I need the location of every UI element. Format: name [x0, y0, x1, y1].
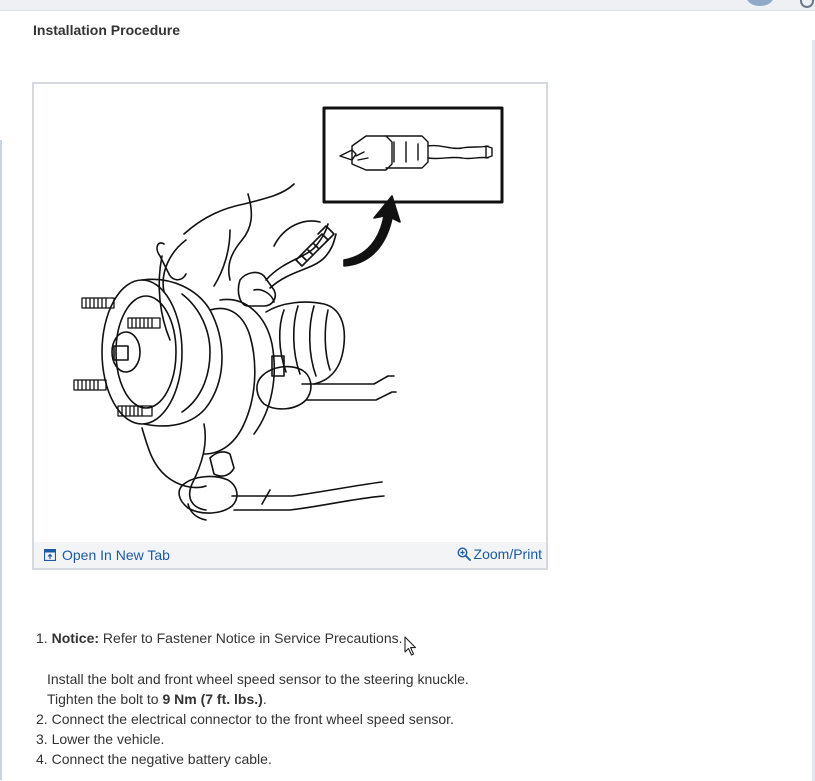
section-heading: Installation Procedure	[33, 22, 181, 38]
step-number: 2.	[36, 711, 48, 727]
step-1: 1. Notice: Refer to Fastener Notice in S…	[36, 628, 796, 648]
step-number: 4.	[36, 751, 48, 767]
step-text: Lower the vehicle.	[47, 731, 165, 747]
step-4: 4. Connect the negative battery cable.	[36, 749, 796, 769]
external-window-icon	[44, 549, 56, 561]
search-icon[interactable]	[800, 0, 814, 8]
illustration-figure: Open In New Tab Zoom/Print	[32, 82, 548, 570]
step-1-torque: Tighten the bolt to 9 Nm (7 ft. lbs.).	[36, 689, 796, 709]
step-text: Connect the negative battery cable.	[47, 751, 272, 767]
procedure-steps: 1. Notice: Refer to Fastener Notice in S…	[36, 628, 796, 769]
step-3: 3. Lower the vehicle.	[36, 729, 796, 749]
step-number: 1.	[36, 630, 48, 646]
notice-label: Notice:	[51, 630, 100, 646]
zoom-in-icon	[457, 547, 471, 561]
left-panel-edge	[0, 140, 2, 780]
top-toolbar-strip	[0, 0, 815, 11]
torque-suffix: .	[262, 691, 267, 707]
step-2: 2. Connect the electrical connector to t…	[36, 709, 796, 729]
zoom-print-label: Zoom/Print	[473, 546, 542, 562]
torque-prefix: Tighten the bolt to	[47, 691, 163, 707]
wheel-speed-sensor-illustration	[73, 106, 504, 521]
zoom-print-link[interactable]: Zoom/Print	[457, 546, 542, 562]
avatar[interactable]	[746, 0, 774, 6]
figure-toolbar: Open In New Tab Zoom/Print	[34, 542, 546, 568]
step-1-instruction: Install the bolt and front wheel speed s…	[47, 671, 469, 687]
mouse-pointer-icon	[404, 636, 417, 656]
step-text: Connect the electrical connector to the …	[47, 711, 454, 727]
step-number: 3.	[36, 731, 48, 747]
notice-text: Refer to Fastener Notice in Service Prec…	[99, 630, 403, 646]
open-in-new-tab-link[interactable]: Open In New Tab	[44, 547, 170, 563]
torque-value: 9 Nm (7 ft. lbs.)	[162, 691, 263, 707]
open-in-new-tab-label: Open In New Tab	[62, 547, 170, 563]
scrollbar-track[interactable]	[812, 40, 815, 781]
